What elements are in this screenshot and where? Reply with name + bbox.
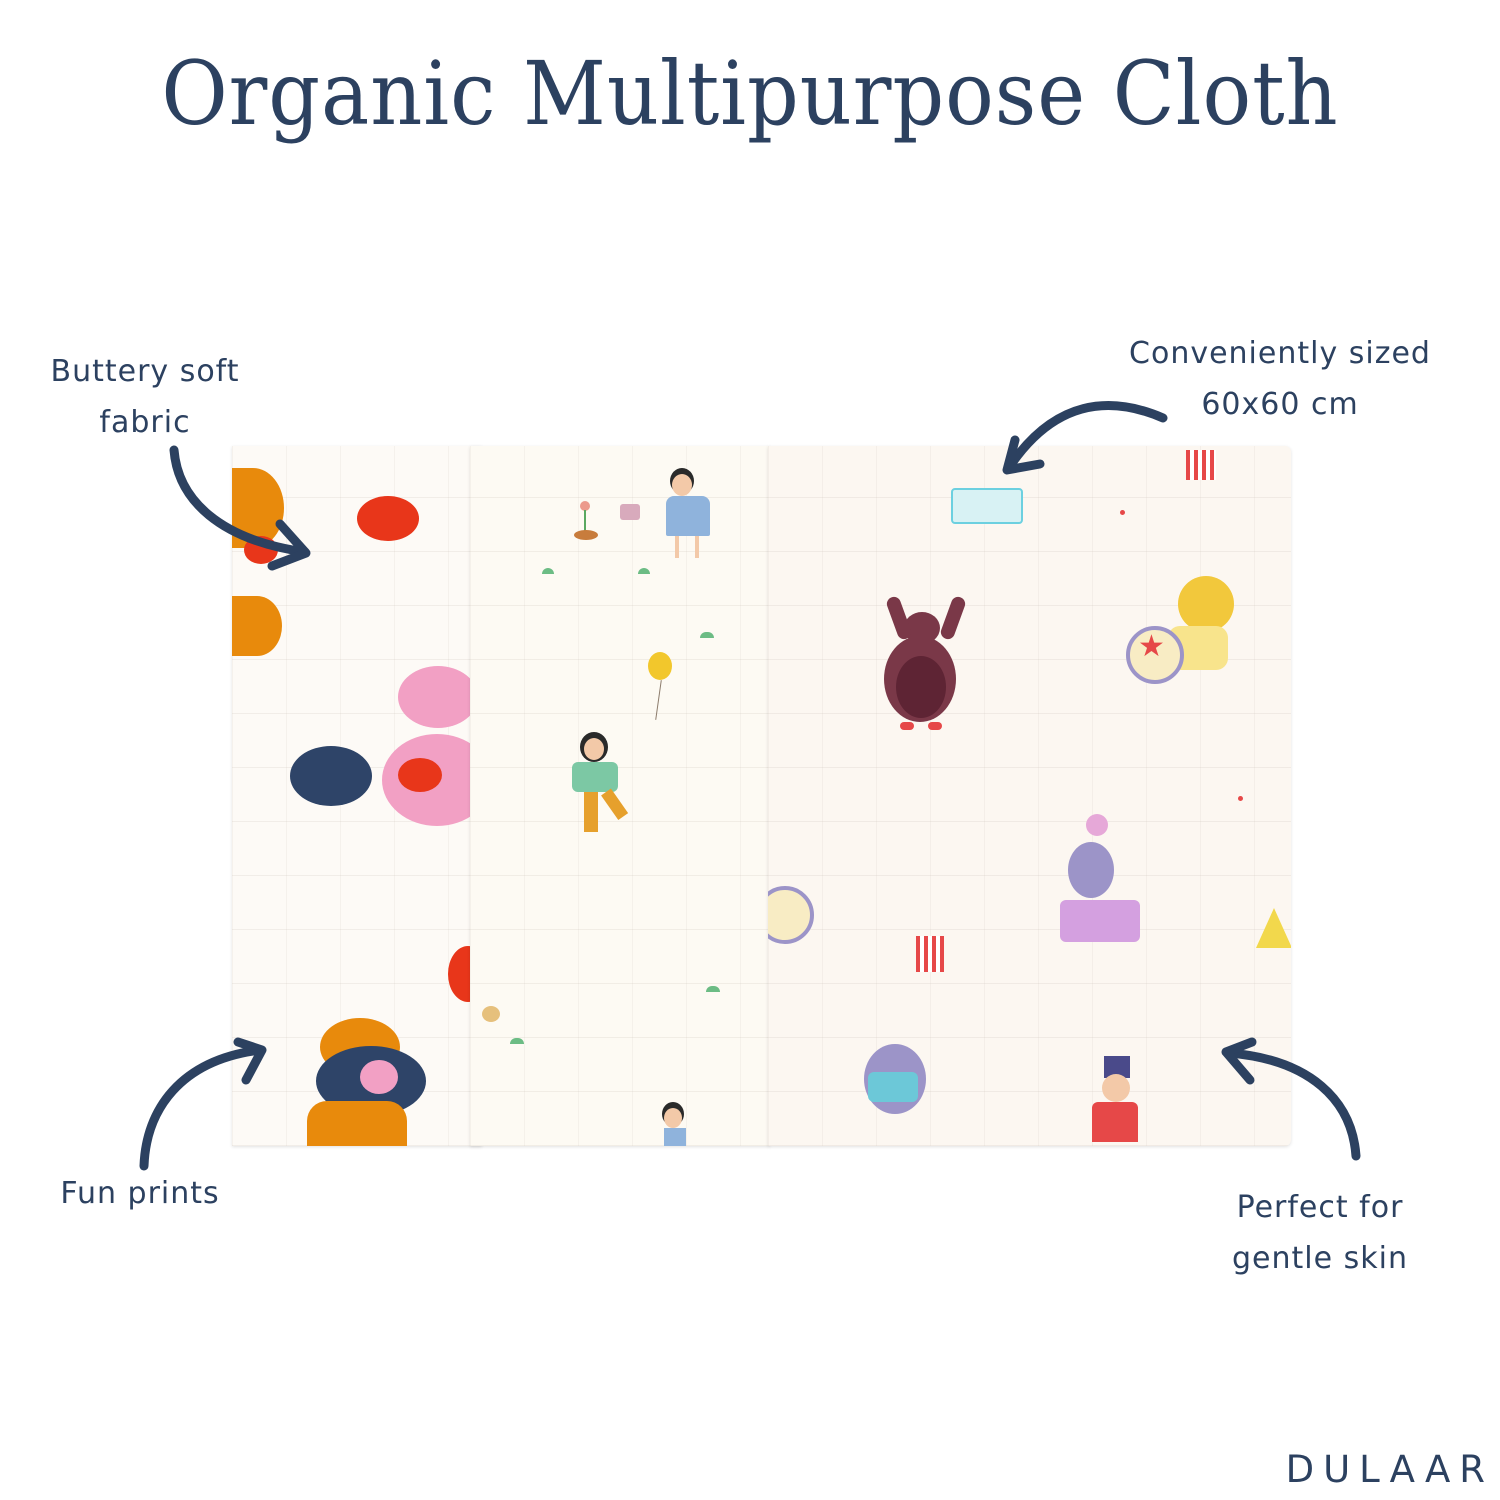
- callout-line: Buttery soft: [50, 354, 240, 389]
- popcorn-illustration: [916, 936, 944, 972]
- pink-dot: [398, 666, 478, 728]
- callout-line: Fun prints: [60, 1176, 220, 1211]
- callout-line: Conveniently sized: [1129, 336, 1431, 371]
- cloth-circus-print: ★: [768, 446, 1291, 1146]
- callout-line: fabric: [99, 405, 191, 440]
- callout-line: 60x60 cm: [1201, 387, 1359, 422]
- page-title: Organic Multipurpose Cloth: [161, 42, 1339, 145]
- red-dot: [357, 496, 419, 541]
- cloth-children-print: [470, 446, 770, 1146]
- callout-gentle-skin: Perfect for gentle skin: [1210, 1182, 1430, 1284]
- red-dot: [244, 536, 278, 564]
- navy-dot: [290, 746, 372, 806]
- callout-buttery-soft: Buttery soft fabric: [30, 346, 260, 448]
- cloth-polka-dots: [232, 446, 482, 1146]
- callout-line: Perfect for: [1236, 1190, 1404, 1225]
- popcorn-illustration: [1186, 450, 1216, 480]
- brand-logo: DULAAR: [1285, 1448, 1494, 1491]
- tent-illustration: [1256, 908, 1291, 948]
- ticket-illustration: [951, 488, 1023, 524]
- callout-line: gentle skin: [1232, 1241, 1408, 1276]
- star-icon: ★: [1138, 629, 1165, 664]
- pink-dot: [360, 1060, 398, 1094]
- red-dot: [398, 758, 442, 792]
- callout-size: Conveniently sized 60x60 cm: [1110, 328, 1450, 430]
- snail-illustration: [482, 1006, 500, 1022]
- callout-fun-prints: Fun prints: [40, 1168, 240, 1219]
- orange-dot: [232, 596, 282, 656]
- orange-dot: [307, 1101, 407, 1146]
- drum-illustration: [768, 886, 814, 944]
